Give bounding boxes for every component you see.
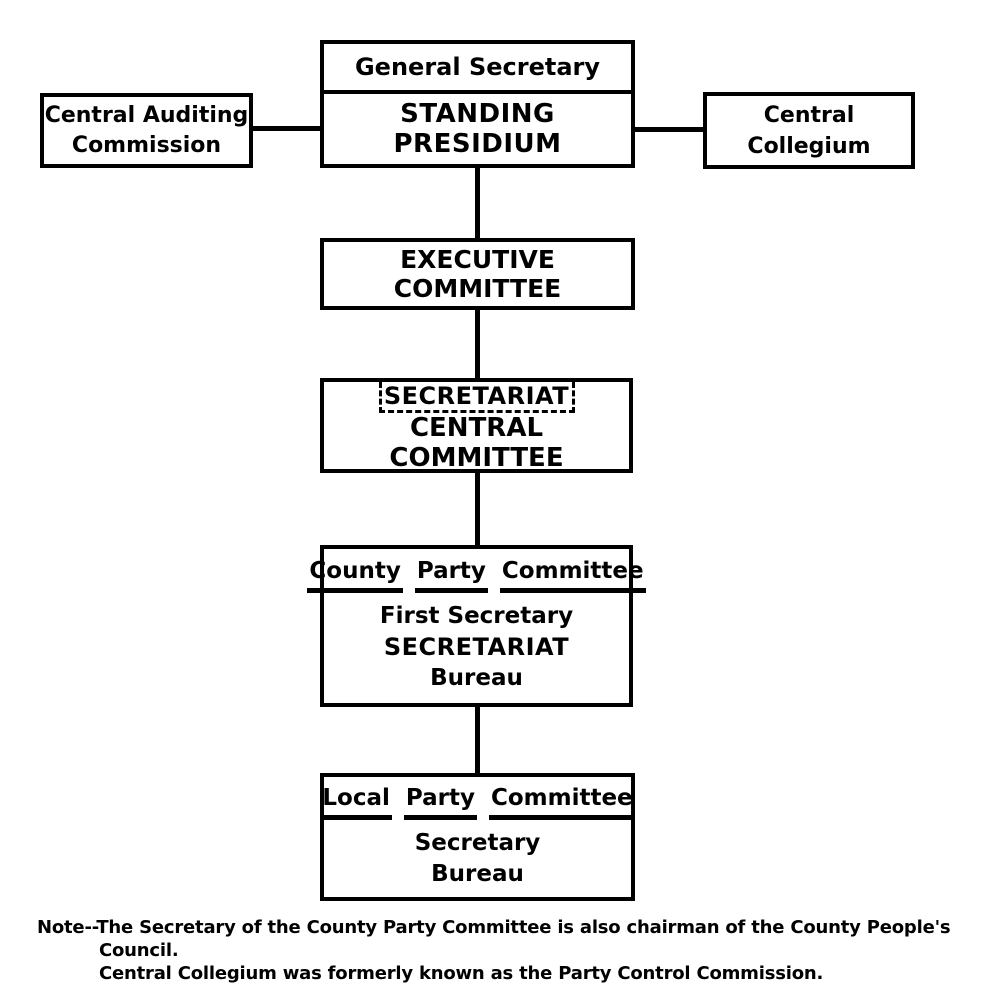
node-central-collegium: Central Collegium <box>703 92 915 169</box>
footnote: Note--The Secretary of the County Party … <box>37 916 967 985</box>
footnote-line1: Note--The Secretary of the County Party … <box>37 916 967 939</box>
secretariat-label: SECRETARIAT <box>383 382 570 410</box>
local-title-word: Local <box>320 785 392 820</box>
county-title-word: County <box>307 558 403 593</box>
central-collegium-line1: Central <box>763 102 855 128</box>
connector-presidium-to-collegium <box>635 127 703 132</box>
local-bureau-label: Bureau <box>431 860 524 887</box>
node-central-committee: SECRETARIAT CENTRAL COMMITTEE <box>320 378 633 473</box>
footnote-line3: Central Collegium was formerly known as … <box>99 963 824 984</box>
executive-committee-label: EXECUTIVE COMMITTEE <box>393 245 562 303</box>
footnote-prefix: Note-- <box>37 917 97 938</box>
connector-presidium-to-executive <box>475 168 480 238</box>
node-county-party-committee: County Party Committee First Secretary S… <box>307 545 646 707</box>
county-party-committee-title: County Party Committee <box>301 558 651 593</box>
local-title-word: Party <box>403 785 477 820</box>
node-executive-committee: EXECUTIVE COMMITTEE <box>320 238 635 310</box>
central-auditing-line2: Commission <box>71 132 222 158</box>
node-local-party-committee: Local Party Committee Secretary Bureau <box>320 773 635 901</box>
county-title-word: Committee <box>499 558 646 593</box>
county-title-word: Party <box>414 558 488 593</box>
central-committee-label: CENTRAL COMMITTEE <box>389 413 564 473</box>
connector-auditing-to-presidium <box>253 126 320 131</box>
connector-central-committee-to-county <box>475 473 480 545</box>
connector-executive-to-central-committee <box>475 310 480 378</box>
local-title-word: Committee <box>488 785 635 820</box>
connector-county-to-local <box>475 707 480 773</box>
local-secretary-label: Secretary <box>414 829 541 856</box>
county-bureau-label: Bureau <box>430 665 523 691</box>
local-party-committee-title: Local Party Committee <box>314 785 640 820</box>
general-secretary-label: General Secretary <box>324 44 631 94</box>
footnote-line2: Council. <box>99 940 179 961</box>
secretariat-dashed-box: SECRETARIAT <box>378 382 575 413</box>
county-secretariat-label: SECRETARIAT <box>383 633 570 661</box>
node-central-auditing-commission: Central Auditing Commission <box>40 93 253 168</box>
county-first-secretary-label: First Secretary <box>379 603 574 629</box>
central-auditing-line1: Central Auditing <box>44 102 249 128</box>
central-collegium-line2: Collegium <box>747 133 871 159</box>
standing-presidium-label: STANDING PRESIDIUM <box>393 99 562 159</box>
node-standing-presidium: General Secretary STANDING PRESIDIUM <box>320 40 635 168</box>
footnote-text1: The Secretary of the County Party Commit… <box>96 917 951 938</box>
